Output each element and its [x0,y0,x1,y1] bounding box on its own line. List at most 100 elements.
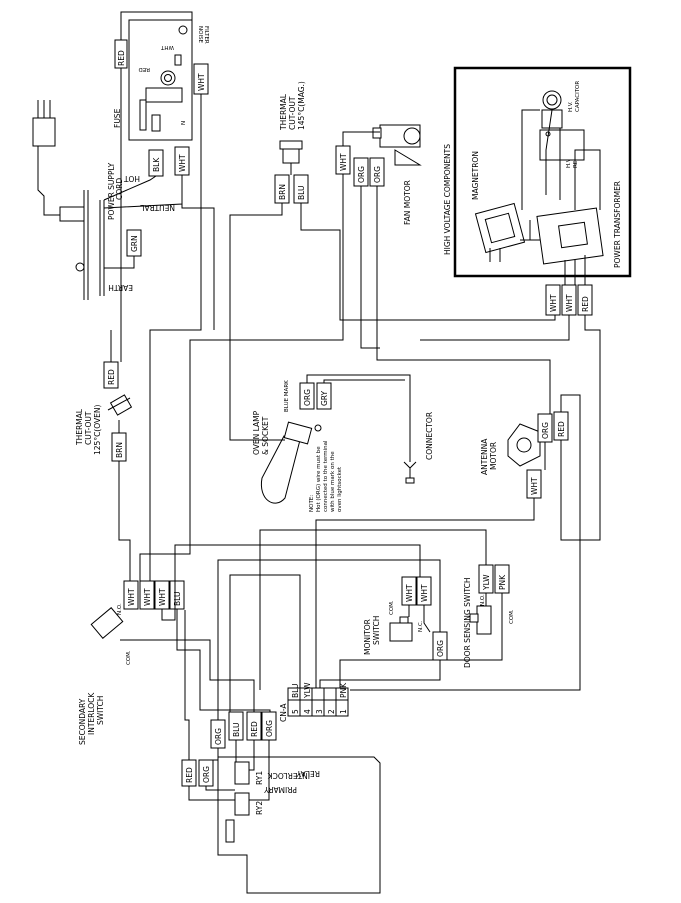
ry1-label: RY1 [255,771,264,785]
svg-text:BLU: BLU [291,684,300,698]
noise-filter-label: NOISE [197,26,203,44]
door-sensing-switch: DOOR SENSING SWITCH N.O. COM. [463,578,515,668]
svg-text:4: 4 [303,709,312,714]
wire-tag-org-relay-2: ORG [261,711,277,741]
hv-capacitor-icon [542,90,562,110]
wire-tag-wht-mon-1: WHT [401,576,417,606]
antenna-motor-label: ANTENNA [480,438,489,475]
wire-tag-red-oven: RED [103,361,119,389]
svg-text:WHT: WHT [339,153,348,171]
wire-tag-red-relay-1: RED [246,711,262,741]
blue-mark-label: BLUE MARK [284,380,290,412]
connector-icon [405,477,415,484]
svg-text:BLU: BLU [232,723,241,737]
wire-tag-org-antenna: ORG [537,413,553,443]
svg-text:oven lightsocket: oven lightsocket [337,466,343,512]
wire-tag-org-relay-1: ORG [210,719,226,749]
svg-text:125°C(OVEN): 125°C(OVEN) [93,405,102,455]
svg-text:INTERLOCK: INTERLOCK [87,692,96,735]
svg-text:with blue mark on the: with blue mark on the [330,451,336,512]
power-transformer-icon [536,207,604,265]
svg-text:WHT: WHT [530,477,539,495]
svg-text:BLK: BLK [152,157,161,172]
fan-blade-icon [394,149,422,166]
wire-tag-red: RED [114,39,128,69]
wire-tag-gry-lamp: GRY [316,382,332,410]
earth-screw-icon [75,262,85,272]
wire-tag-wht-sec-1: WHT [123,580,139,610]
svg-text:CUT-OUT: CUT-OUT [288,96,297,130]
fuse-icon [139,99,147,131]
high-voltage-title: HIGH VOLTAGE COMPONENTS [443,144,452,255]
primary-interlock-relay: RY1 RY2 PRIMARY INTERLOCK RELAY CN-A [217,703,381,894]
svg-text:GRY: GRY [320,390,329,406]
svg-text:N.O.: N.O. [480,594,486,606]
wire-tag-pnk-door: PNK [494,564,510,594]
wire-tag-wht-sec-3: WHT [154,580,170,610]
svg-text:WHT: WHT [158,588,167,606]
svg-text:COM.: COM. [126,650,132,665]
svg-text:ORG: ORG [214,728,223,745]
wire-tag-grn: GRN [126,229,142,257]
svg-text:WHT: WHT [549,294,558,312]
neutral-label: NEUTRAL [140,203,175,212]
thermal-cutout-oven: THERMAL CUT-OUT 125°C(OVEN) [75,394,133,455]
wire-tag-org-relay-3: ORG [198,759,214,787]
wire-tag-red-antenna: RED [553,411,569,441]
wire-tag-wht-antenna: WHT [526,469,542,499]
svg-text:H.V.: H.V. [566,157,572,168]
svg-text:N.C.: N.C. [418,620,424,632]
wire-tag-wht-2: WHT [174,146,190,176]
svg-text:INTERLOCK: INTERLOCK [267,771,310,780]
svg-text:ORG: ORG [265,720,274,737]
connector-label: CONNECTOR [425,412,434,460]
ry2-relay-icon [234,792,250,816]
svg-text:WHT: WHT [420,584,429,602]
svg-text:145°C(MAG.): 145°C(MAG.) [297,81,306,130]
svg-text:WHT: WHT [127,588,136,606]
svg-text:RED: RED [581,296,590,312]
svg-text:YLW: YLW [303,682,312,699]
wire-tag-wht-sec-2: WHT [139,580,155,610]
ry1-relay-icon [234,761,250,785]
svg-text:Hot (ORG) wire must be: Hot (ORG) wire must be [316,446,322,512]
svg-text:MOTOR: MOTOR [489,442,498,470]
svg-text:CAPACITOR: CAPACITOR [575,81,581,112]
svg-text:5: 5 [291,709,300,714]
noise-filter: NOISE FILTER WHT RED FUSE N [113,19,209,141]
wire-tag-brn: BRN [274,174,290,204]
wire-tag-blk: BLK [148,149,164,177]
wire-tag-org-mon: ORG [432,631,448,661]
svg-text:1: 1 [339,709,348,714]
svg-text:YLW: YLW [482,574,491,591]
wire-tag-blu-sec: BLU [169,580,185,610]
filter-capacitor-icon [145,87,183,103]
svg-text:SWITCH: SWITCH [372,616,381,645]
svg-text:ORG: ORG [373,166,382,183]
antenna-motor-icon [507,423,541,467]
svg-text:RED: RED [117,50,126,66]
relay-label: PRIMARY [264,785,297,794]
thermal-cutout-mag: THERMAL CUT-OUT 145°C(MAG.) [279,81,306,164]
svg-text:ORG: ORG [436,640,445,657]
thermal-cutout-oven-icon [109,394,133,416]
monitor-switch-label: MONITOR [363,619,372,655]
transformer-label: POWER TRANSFORMER [613,181,622,268]
svg-text:N: N [181,121,187,125]
secondary-interlock-label: SECONDARY [78,698,87,745]
monitor-switch: MONITOR SWITCH COM. N.C. [363,600,424,655]
svg-text:ORG: ORG [202,766,211,783]
wire-tag-blu: BLU [293,174,309,204]
svg-text:3: 3 [315,709,324,714]
wire-tag-org-fan-2: ORG [369,157,385,187]
inner-red-label: RED [138,66,150,72]
high-voltage-components: HIGH VOLTAGE COMPONENTS MAGNETRON POWER … [443,66,632,290]
board-connector-icon [225,819,235,843]
cn-a-connector: 5 BLU 4 YLW 3 2 1 PNK [287,682,349,717]
wire-tag-blu-relay: BLU [228,711,244,741]
svg-text:WHT: WHT [143,588,152,606]
svg-text:BRN: BRN [278,184,287,200]
note-title: NOTE: [309,495,315,512]
secondary-switch-icon [90,607,124,639]
